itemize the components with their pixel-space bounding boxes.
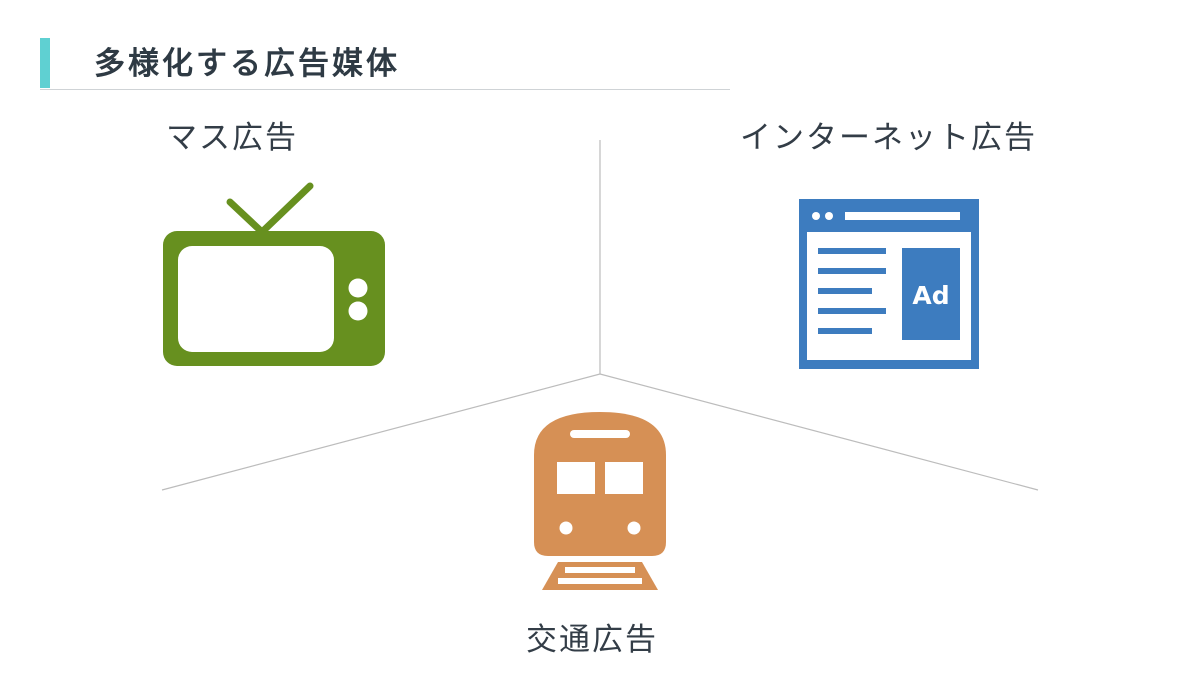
title-accent-bar: [40, 38, 50, 88]
ad-label: Ad: [912, 281, 949, 310]
label-transport-advertising: 交通広告: [526, 622, 658, 658]
label-mass-advertising: マス広告: [166, 120, 298, 156]
title-underline: [40, 89, 730, 90]
tv-icon: [163, 182, 385, 366]
divider-line-right: [599, 373, 1039, 491]
train-icon: [534, 412, 666, 590]
web-ad-icon: Ad: [799, 199, 979, 369]
slide-title: 多様化する広告媒体: [94, 46, 400, 82]
label-internet-advertising: インターネット広告: [740, 120, 1037, 156]
divider-line-left: [161, 373, 601, 491]
